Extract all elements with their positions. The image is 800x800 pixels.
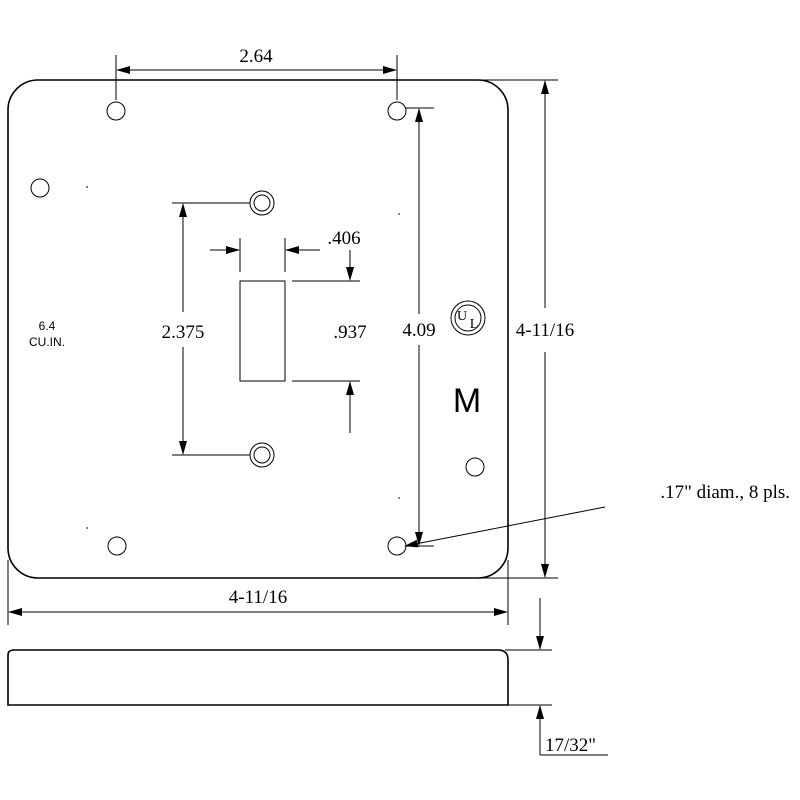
hole-diameter-note: .17" diam., 8 pls. xyxy=(660,482,790,503)
hole-diameter-leader: .17" diam., 8 pls. xyxy=(404,482,790,548)
plate-side-view xyxy=(7,649,509,706)
ul-letter-l: L xyxy=(470,317,479,332)
screw-boss-inner xyxy=(253,446,271,464)
dim-plate-thickness-label: 17/32" xyxy=(545,735,596,756)
screw-boss-inner xyxy=(253,194,271,212)
dim-top-hole-spacing: 2.64 xyxy=(115,46,398,100)
mounting-hole xyxy=(106,101,126,121)
mounting-hole xyxy=(387,101,407,121)
dim-plate-height-label: 4-11/16 xyxy=(516,320,574,341)
ul-letter-u: U xyxy=(457,309,467,324)
dim-hole-vertical-spacing-label: 4.09 xyxy=(402,320,435,341)
mounting-hole xyxy=(30,178,50,198)
toggle-opening xyxy=(239,280,286,382)
dim-hole-vertical-spacing: 4.09 xyxy=(402,107,436,547)
dim-top-hole-spacing-label: 2.64 xyxy=(239,46,273,67)
dim-opening-width: .406 xyxy=(210,228,361,272)
dim-opening-height: .937 xyxy=(292,250,367,433)
plate-tick-marks xyxy=(86,186,400,529)
mounting-hole xyxy=(465,457,485,477)
dim-plate-width-label: 4-11/16 xyxy=(229,587,287,608)
mounting-hole xyxy=(387,536,407,556)
dim-plate-height: 4-11/16 xyxy=(470,79,574,579)
ul-listing-mark: U L xyxy=(450,300,486,336)
mounting-hole xyxy=(107,536,127,556)
dim-screw-spacing-label: 2.375 xyxy=(162,322,205,343)
dim-plate-width: 4-11/16 xyxy=(7,560,509,625)
mounting-holes xyxy=(30,101,485,556)
dim-opening-width-label: .406 xyxy=(327,228,360,249)
plate-outline xyxy=(7,79,509,579)
dim-plate-thickness: 17/32" xyxy=(505,598,608,756)
dim-screw-spacing: 2.375 xyxy=(162,202,250,456)
capacity-unit: CU.IN. xyxy=(29,335,65,349)
dim-opening-height-label: .937 xyxy=(333,322,366,343)
device-screw-bosses xyxy=(249,190,275,468)
capacity-value: 6.4 xyxy=(39,319,56,333)
maker-mark: M xyxy=(453,382,481,420)
